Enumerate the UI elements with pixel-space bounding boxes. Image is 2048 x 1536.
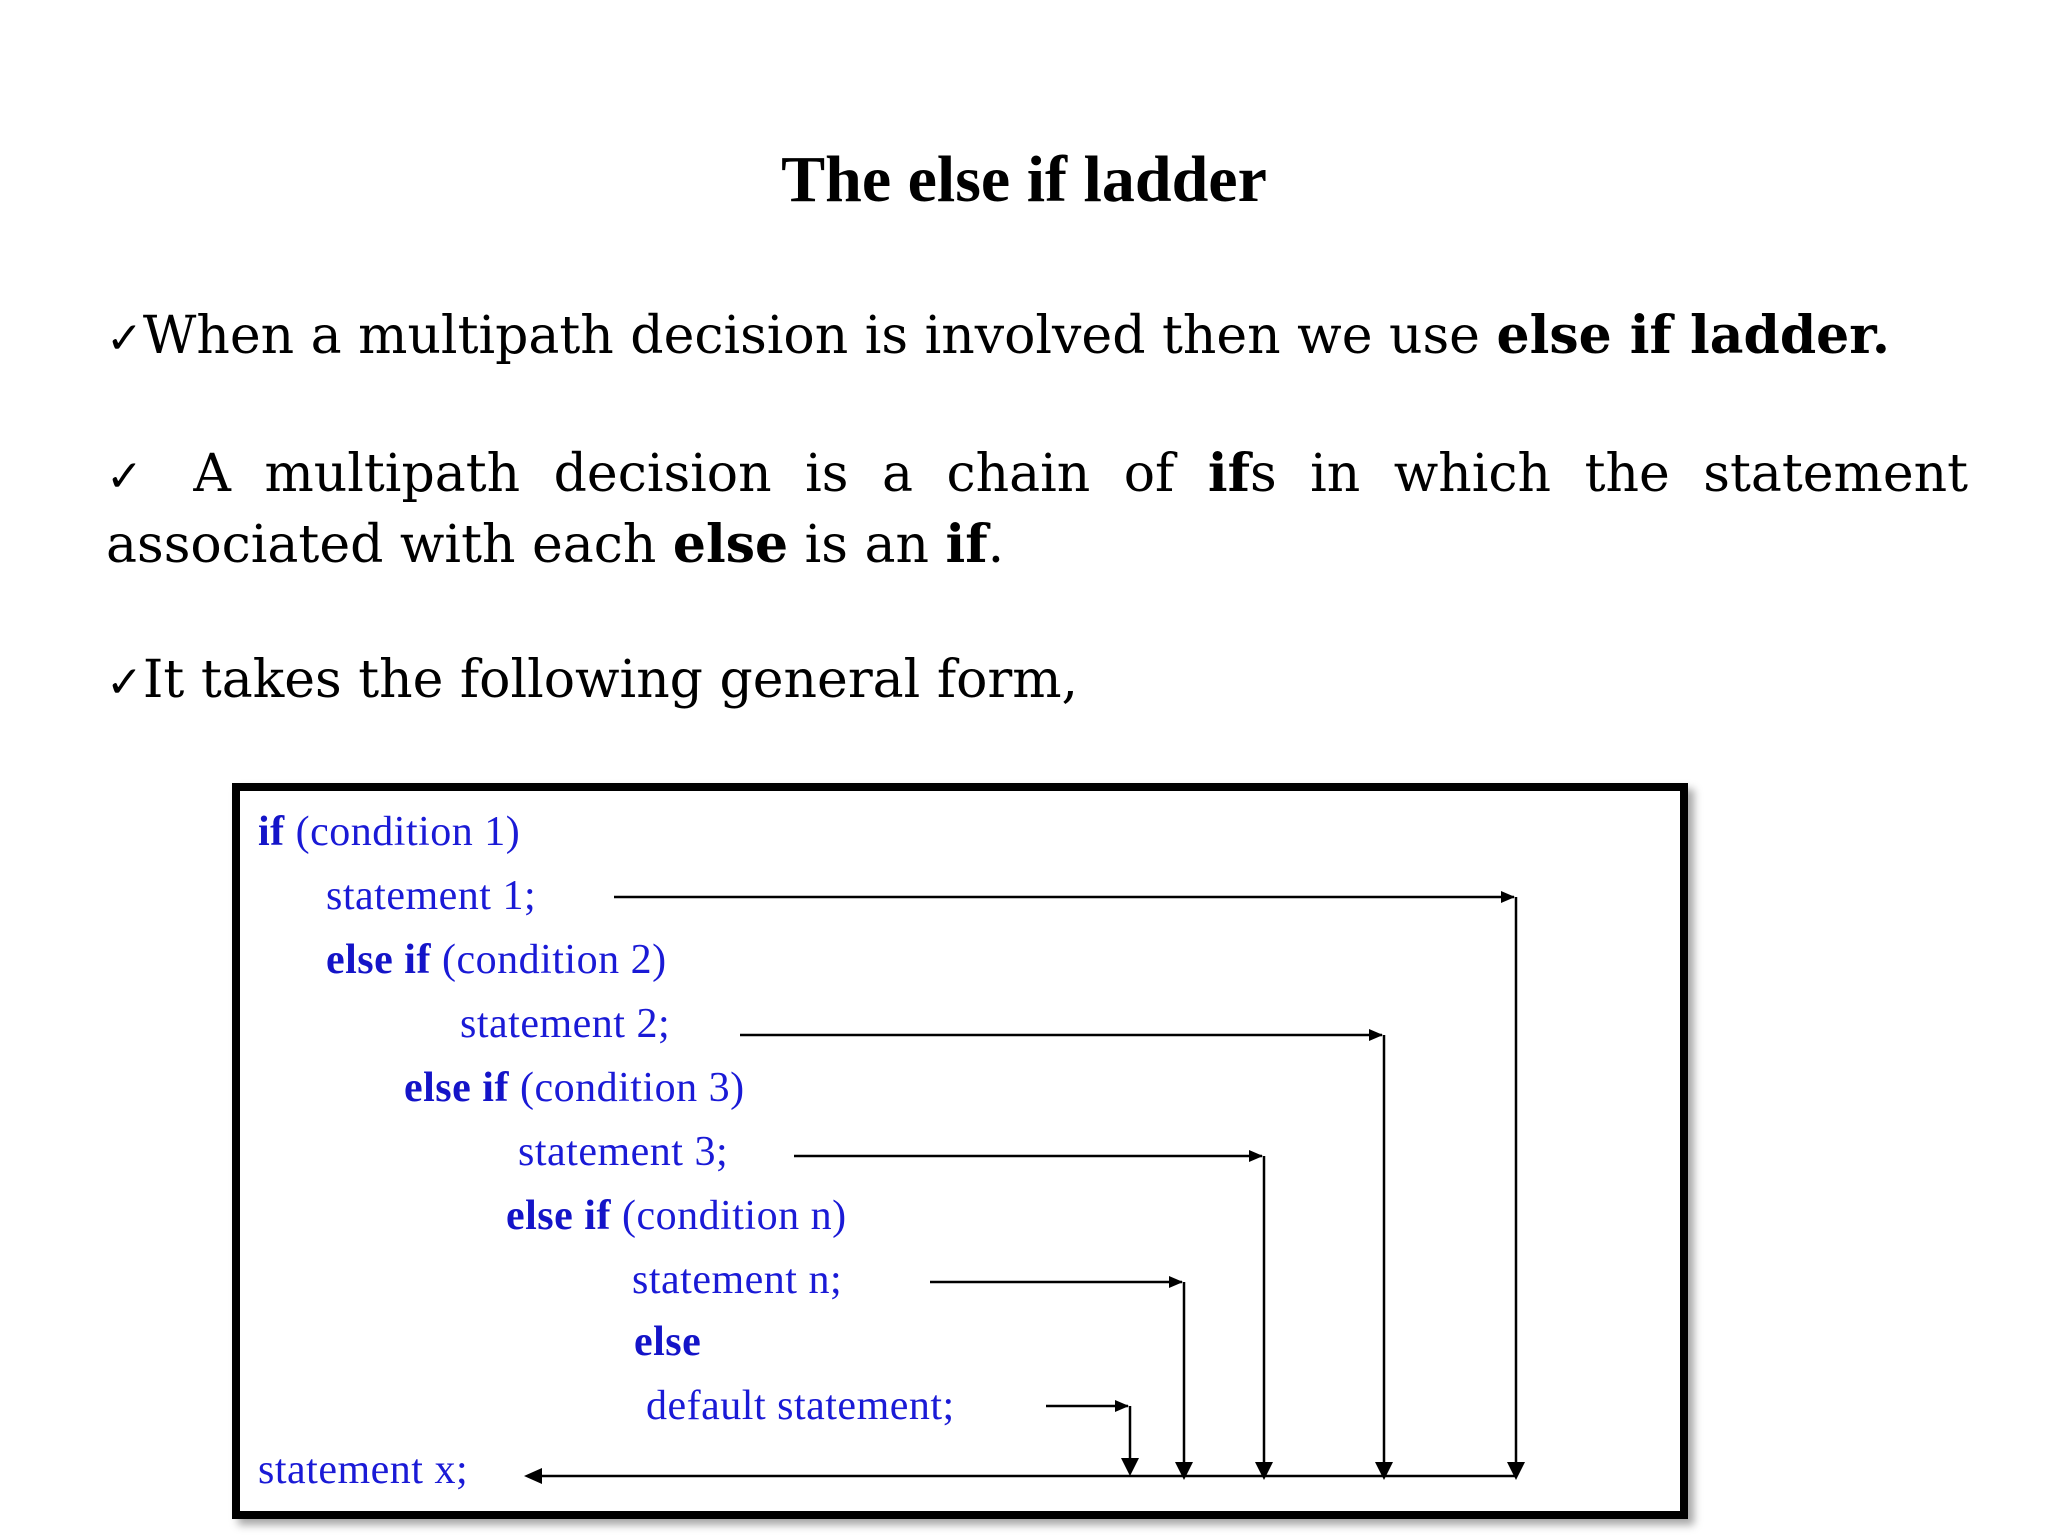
bullet-2: ✓ A multipath decision is a chain of ifs…	[106, 440, 1968, 579]
code-line-statement-3: statement 3;	[518, 1129, 729, 1175]
code-line-statement-x: statement x;	[258, 1447, 469, 1493]
code-line-if-condition-1: if (condition 1)	[258, 809, 521, 855]
bullet-2-text-c: is an	[788, 515, 946, 575]
code-line-statement-2: statement 2;	[460, 1001, 671, 1047]
code-line-else: else	[634, 1319, 702, 1365]
bullet-3: ✓It takes the following general form,	[106, 646, 1968, 717]
bullet-1-text: When a multipath decision is involved th…	[142, 306, 1497, 366]
check-icon: ✓	[106, 657, 143, 708]
bullet-2-text-d: .	[987, 515, 1005, 575]
code-line-else-if-condition-2: else if (condition 2)	[326, 937, 667, 983]
code-line-default-statement: default statement;	[646, 1383, 955, 1429]
slide-title: The else if ladder	[781, 143, 1267, 216]
code-diagram-box	[232, 783, 1688, 1519]
code-line-statement-n: statement n;	[632, 1257, 843, 1303]
bullet-2-bold-if-2: if	[945, 514, 988, 575]
check-icon: ✓	[106, 451, 160, 502]
code-line-statement-1: statement 1;	[326, 873, 537, 919]
bullet-1-bold: else if ladder.	[1496, 305, 1890, 366]
bullet-2-bold-else: else	[672, 514, 789, 575]
code-line-else-if-condition-n: else if (condition n)	[506, 1193, 847, 1239]
bullet-1: ✓When a multipath decision is involved t…	[106, 302, 1968, 373]
bullet-2-bold-if: if	[1207, 443, 1250, 504]
bullet-2-text-b: s in which the statement associated with…	[106, 444, 1968, 575]
check-icon: ✓	[106, 313, 143, 364]
code-line-else-if-condition-3: else if (condition 3)	[404, 1065, 745, 1111]
bullet-2-text-a: A multipath decision is a chain of	[159, 444, 1208, 504]
bullet-3-text: It takes the following general form,	[142, 650, 1079, 710]
